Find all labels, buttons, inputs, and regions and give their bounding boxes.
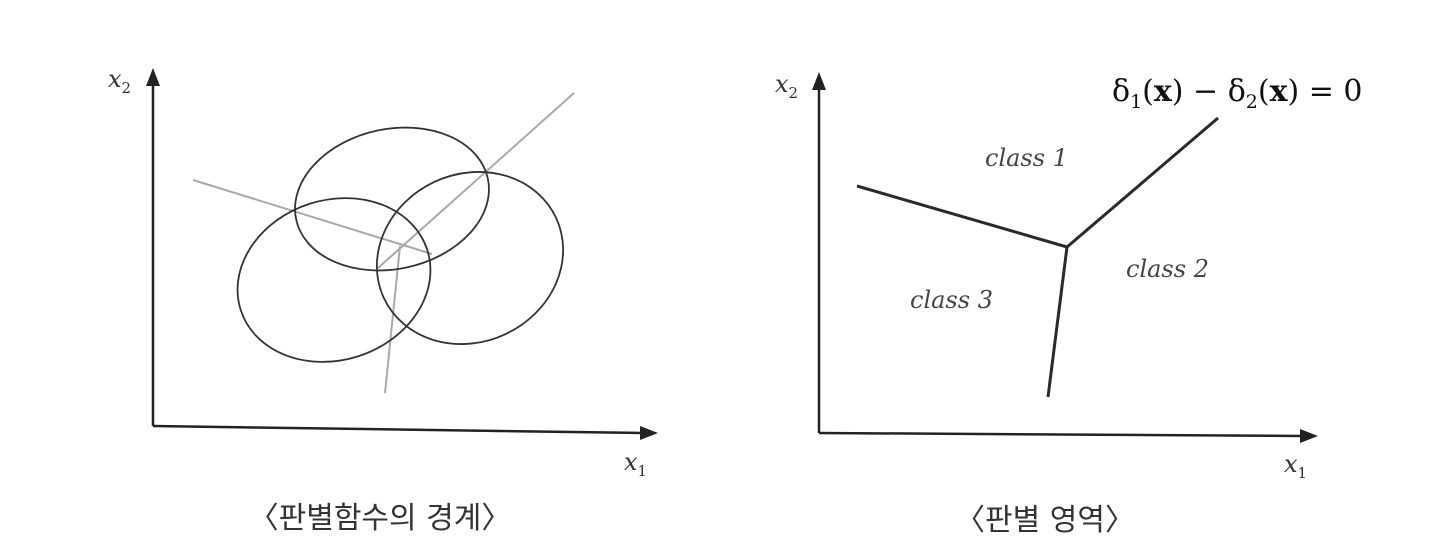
formula-open-paren-1: ( bbox=[1142, 74, 1154, 109]
formula-minus: − bbox=[1183, 74, 1228, 109]
boundary-class1-class2 bbox=[1066, 116, 1219, 249]
boundary-class1-class3 bbox=[856, 184, 1068, 249]
right-x-axis-label: x1 bbox=[1284, 450, 1307, 482]
formula-delta-1: δ bbox=[1112, 74, 1131, 109]
boundary-class2-class3 bbox=[1046, 246, 1069, 398]
left-x-axis bbox=[152, 424, 658, 440]
region-label-class-3: class 3 bbox=[910, 286, 993, 314]
class-2-ellipse bbox=[375, 171, 565, 345]
right-y-axis-label: x2 bbox=[775, 70, 798, 102]
left-panel-discriminant-boundary: x2 x1 〈판별함수의 경계〉 bbox=[108, 65, 658, 536]
region-label-class-1: class 1 bbox=[985, 144, 1068, 172]
right-y-axis bbox=[812, 72, 826, 433]
formula-sub-1: 1 bbox=[1130, 91, 1143, 113]
left-y-axis bbox=[146, 68, 160, 426]
formula-sub-2: 2 bbox=[1245, 91, 1258, 113]
left-caption: 〈판별함수의 경계〉 bbox=[249, 501, 512, 536]
formula-close-paren-2: ) bbox=[1287, 74, 1300, 109]
class-3-ellipse bbox=[236, 197, 432, 363]
boundary-line-2-3 bbox=[384, 245, 401, 394]
left-x-axis-arrowhead bbox=[640, 426, 658, 440]
formula-x-1: x bbox=[1153, 74, 1172, 109]
left-y-axis-arrowhead bbox=[146, 68, 160, 86]
formula-equals: = 0 bbox=[1299, 74, 1363, 109]
formula-x-2: x bbox=[1269, 74, 1288, 109]
left-x-axis-label: x1 bbox=[624, 448, 647, 480]
right-x-axis-arrowhead bbox=[1300, 429, 1318, 443]
right-x-axis bbox=[818, 429, 1318, 443]
region-label-class-2: class 2 bbox=[1126, 255, 1209, 283]
right-panel-discriminant-regions: x2 x1 class 1 class 2 class 3 〈판별 영역〉 bbox=[775, 70, 1318, 538]
right-y-axis-arrowhead bbox=[812, 72, 826, 90]
decision-boundary-formula: δ1(x) − δ2(x) = 0 bbox=[1112, 74, 1362, 113]
boundary-line-1-3 bbox=[192, 179, 433, 255]
formula-open-paren-2: ( bbox=[1257, 74, 1270, 109]
class-1-ellipse bbox=[294, 126, 490, 272]
formula-delta-2: δ bbox=[1227, 74, 1246, 109]
right-caption: 〈판별 영역〉 bbox=[955, 503, 1135, 538]
formula-close-paren-1: ) bbox=[1171, 74, 1184, 109]
boundary-line-1-2 bbox=[377, 92, 575, 269]
left-y-axis-label: x2 bbox=[108, 65, 131, 97]
